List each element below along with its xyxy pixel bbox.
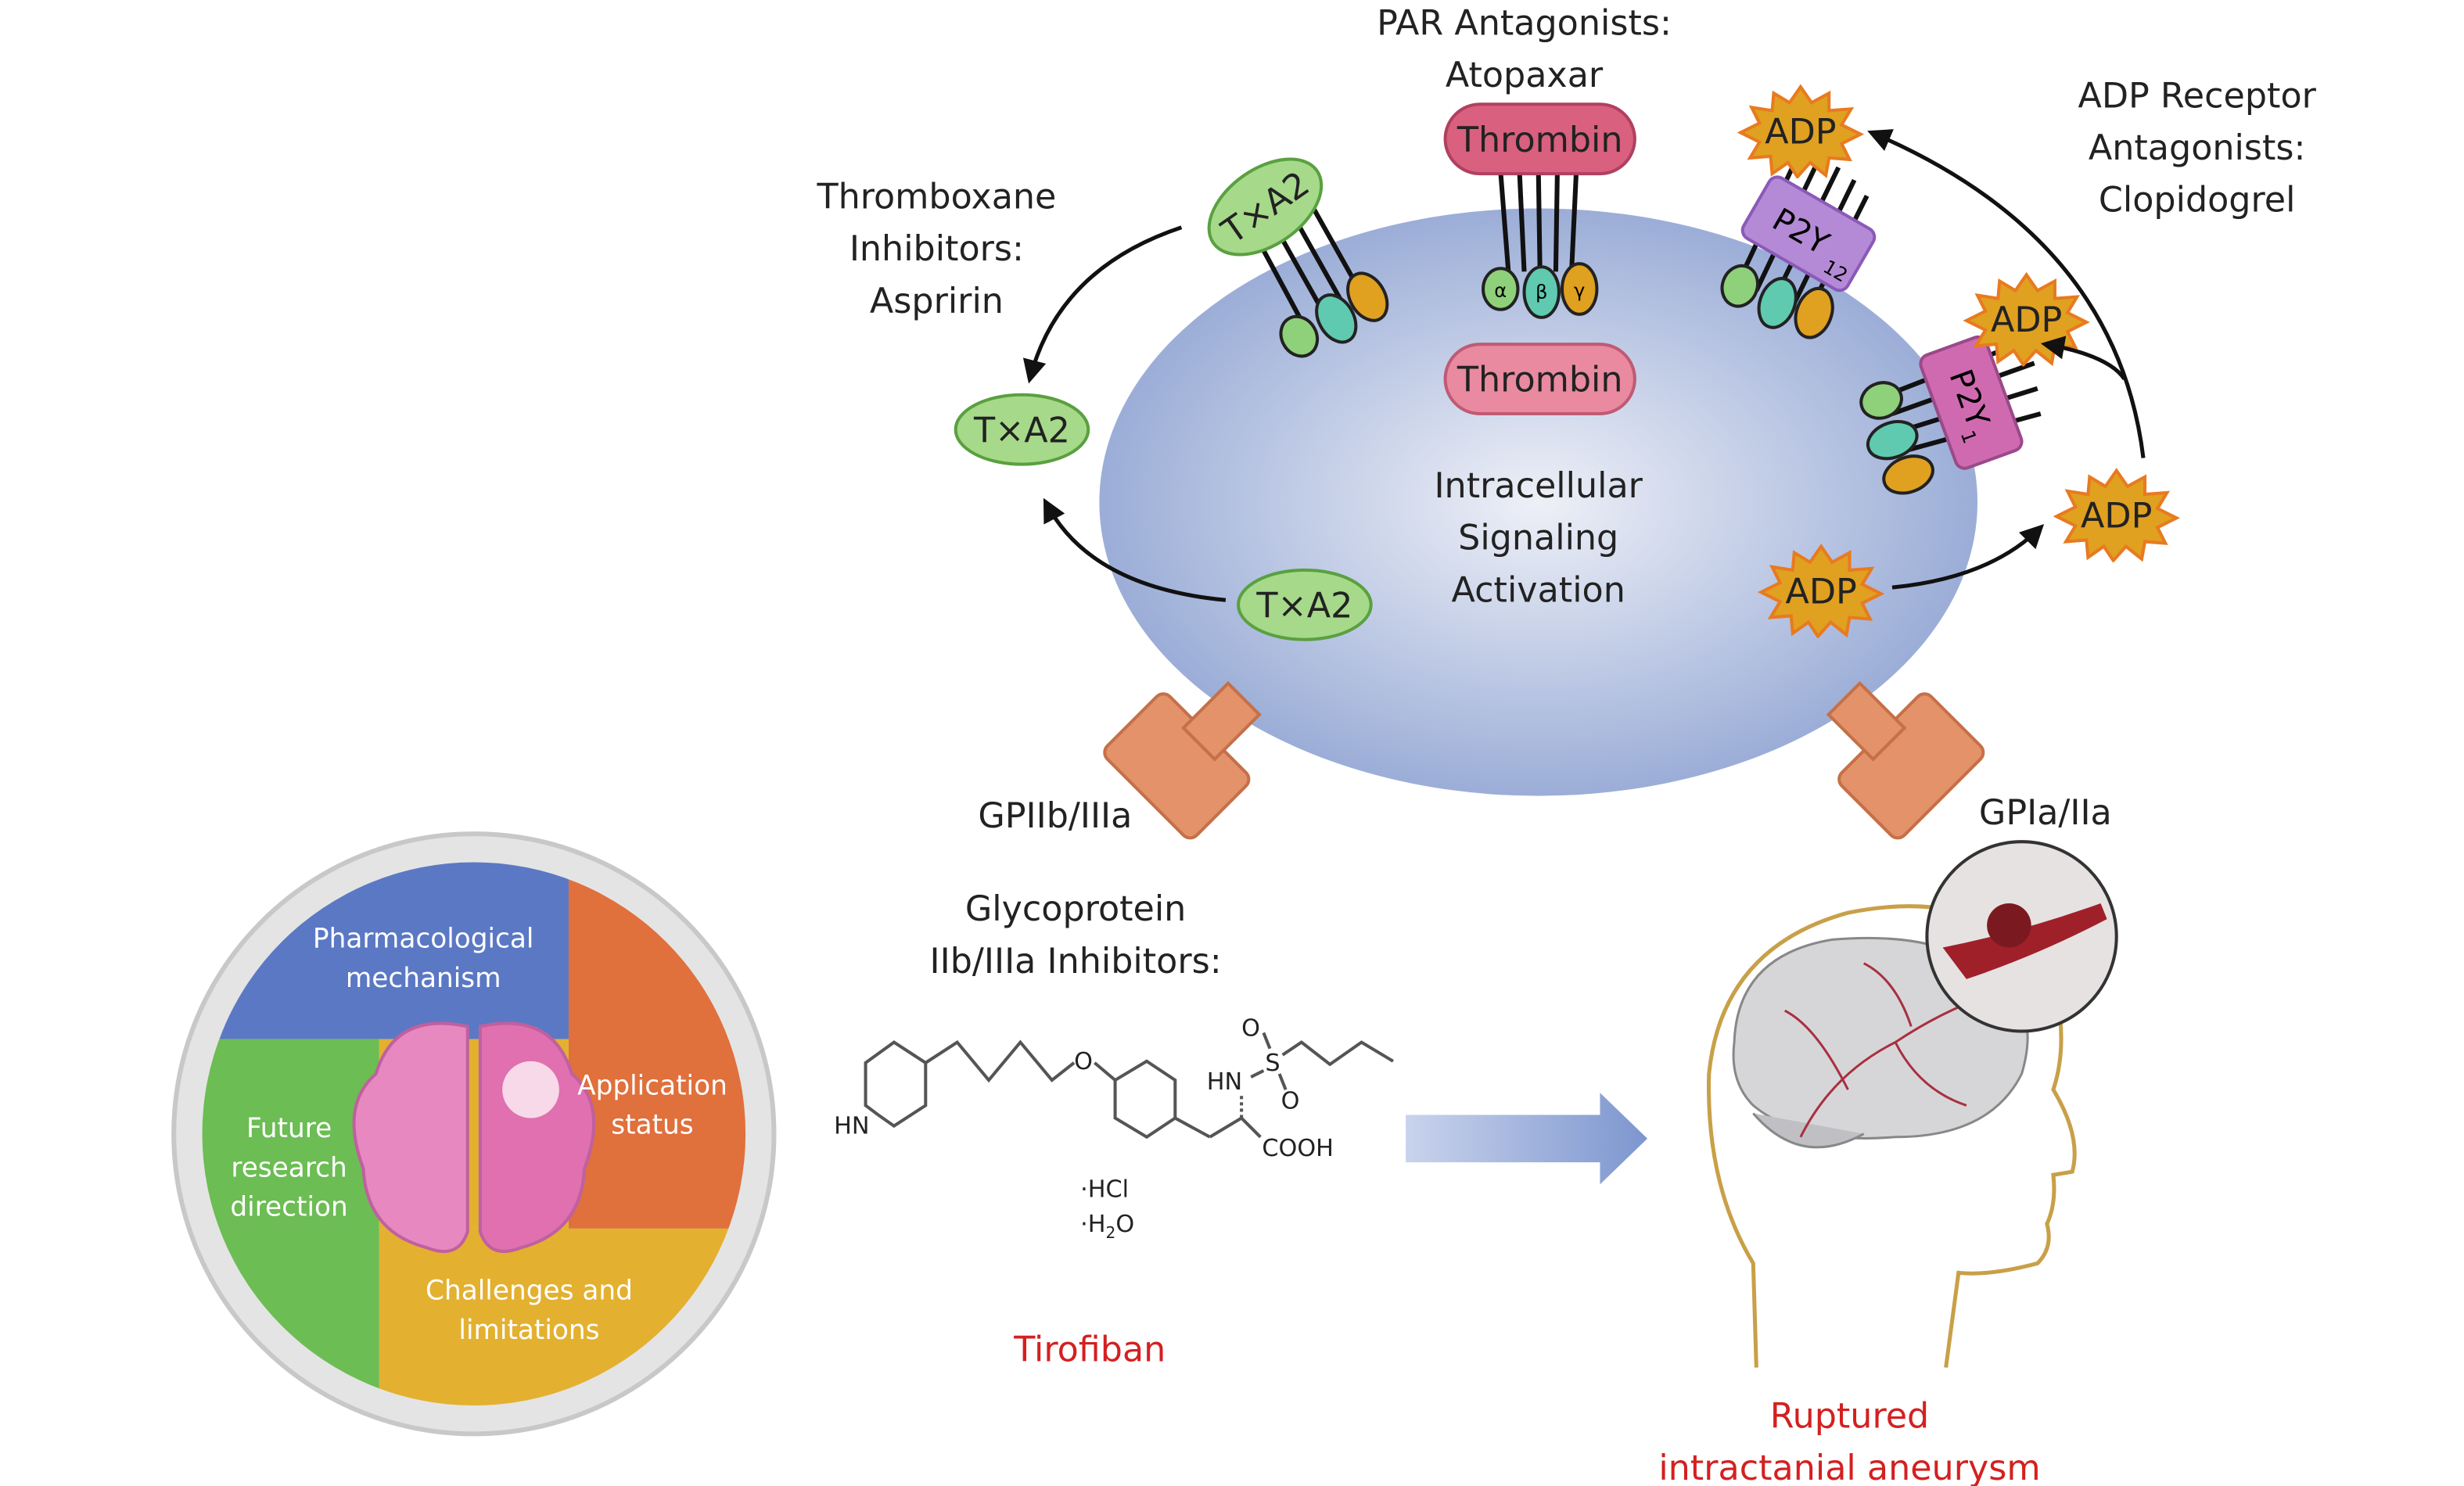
alpha-subunit: α xyxy=(1494,280,1507,302)
aspirin-label: Aspririn xyxy=(870,282,1004,321)
wheel-pharm-label-1: Pharmacological xyxy=(313,923,534,954)
adp-release-arrow xyxy=(1891,524,2045,590)
vessel-icon xyxy=(1942,903,2107,979)
signaling-label: Signaling xyxy=(1458,519,1618,558)
hcl-label: ·HCl xyxy=(1080,1176,1129,1203)
ether-oxygen-label: O xyxy=(1074,1048,1093,1075)
gamma-subunit: γ xyxy=(1574,280,1585,302)
p2y12-receptor: P2Y 12 xyxy=(1714,149,1877,346)
txa2-free-top xyxy=(954,393,1090,466)
adp-to-p2y12-arrow xyxy=(1867,129,2146,458)
oxygen-2-label: O xyxy=(1281,1087,1300,1114)
txa2-intracellular-label: T×A2 xyxy=(1255,586,1352,626)
thrombin-intracellular-label: Thrombin xyxy=(1456,361,1623,400)
wheel-future-label-2: research xyxy=(231,1152,347,1183)
adp-top-label: ADP xyxy=(1765,113,1836,153)
wheel-future-label-1: Future xyxy=(246,1113,332,1144)
platelet-cell xyxy=(1099,208,1978,796)
aneurysm-icon xyxy=(1987,903,2031,948)
cerebellum-icon xyxy=(1752,1112,1865,1149)
intracellular-label: Intracellular xyxy=(1434,466,1643,506)
tirofiban-structure: HN O HN S O O COOH ·HCl ·H2O xyxy=(834,1015,1394,1242)
sulfur-label: S xyxy=(1265,1050,1280,1077)
thrombin-intracellular xyxy=(1443,343,1636,416)
txa2-export-arrow xyxy=(1043,497,1227,602)
tirofiban-label: Tirofiban xyxy=(1013,1330,1166,1369)
par-receptor: α β γ xyxy=(1483,170,1597,318)
sulfonamide-hn-label: HN xyxy=(1207,1068,1242,1096)
adp-right-label: ADP xyxy=(2081,496,2152,536)
wheel-challenges-label-1: Challenges and xyxy=(426,1276,633,1307)
txa2-release-arrow xyxy=(1022,225,1183,384)
brain-center-icon xyxy=(352,1021,596,1254)
clopidogrel-label: Clopidogrel xyxy=(2099,181,2296,221)
wheel-pharm-label-2: mechanism xyxy=(346,963,501,994)
txa2-intracellular xyxy=(1237,568,1373,641)
aneurysm-label: intractanial aneurysm xyxy=(1658,1448,2040,1486)
par-antagonists-label: PAR Antagonists: xyxy=(1377,3,1672,43)
wheel-challenges-label-2: limitations xyxy=(458,1315,599,1346)
oxygen-1-label: O xyxy=(1241,1015,1260,1043)
glycoprotein-label: Glycoprotein xyxy=(965,889,1186,929)
wheel-future-label-3: direction xyxy=(230,1192,347,1223)
gp2b3a-receptor-shape xyxy=(1103,680,1262,840)
thromboxane-label: Thromboxane xyxy=(816,178,1056,217)
gp-inhibitors-label: IIb/IIIa Inhibitors: xyxy=(930,942,1222,982)
wheel-app-label-1: Application xyxy=(577,1070,727,1101)
adp-intracellular-label: ADP xyxy=(1785,572,1856,612)
thrombin-bound-label: Thrombin xyxy=(1456,120,1623,160)
gp1a2a-receptor-shape xyxy=(1826,680,1985,840)
txa2-receptor: T×A2 xyxy=(1207,157,1396,369)
activation-label: Activation xyxy=(1452,570,1625,610)
gp2b3a-label: GPIIb/IIIa xyxy=(978,796,1132,836)
atopaxar-label: Atopaxar xyxy=(1446,56,1604,95)
adp-receptor-label: ADP Receptor xyxy=(2078,76,2316,116)
antagonists-label: Antagonists: xyxy=(2089,128,2306,168)
adp-to-p2y1-arrow xyxy=(2040,336,2126,381)
thrombin-bound xyxy=(1443,102,1636,176)
ruptured-label: Ruptured xyxy=(1770,1396,1930,1436)
beta-subunit: β xyxy=(1536,282,1547,303)
adp-p2y1-label: ADP xyxy=(1991,300,2062,340)
block-arrow xyxy=(1406,1093,1648,1185)
p2y1-receptor: P2Y 1 xyxy=(1848,335,2042,501)
gp1a2a-label: GPIa/IIa xyxy=(1979,793,2112,833)
txa2-free-top-label: T×A2 xyxy=(973,411,1070,450)
cooh-label: COOH xyxy=(1262,1135,1334,1162)
inhibitors-label: Inhibitors: xyxy=(849,229,1024,269)
h2o-label: ·H2O xyxy=(1080,1211,1134,1242)
hn-ring-label: HN xyxy=(834,1113,869,1140)
wheel-app-label-2: status xyxy=(611,1110,693,1141)
